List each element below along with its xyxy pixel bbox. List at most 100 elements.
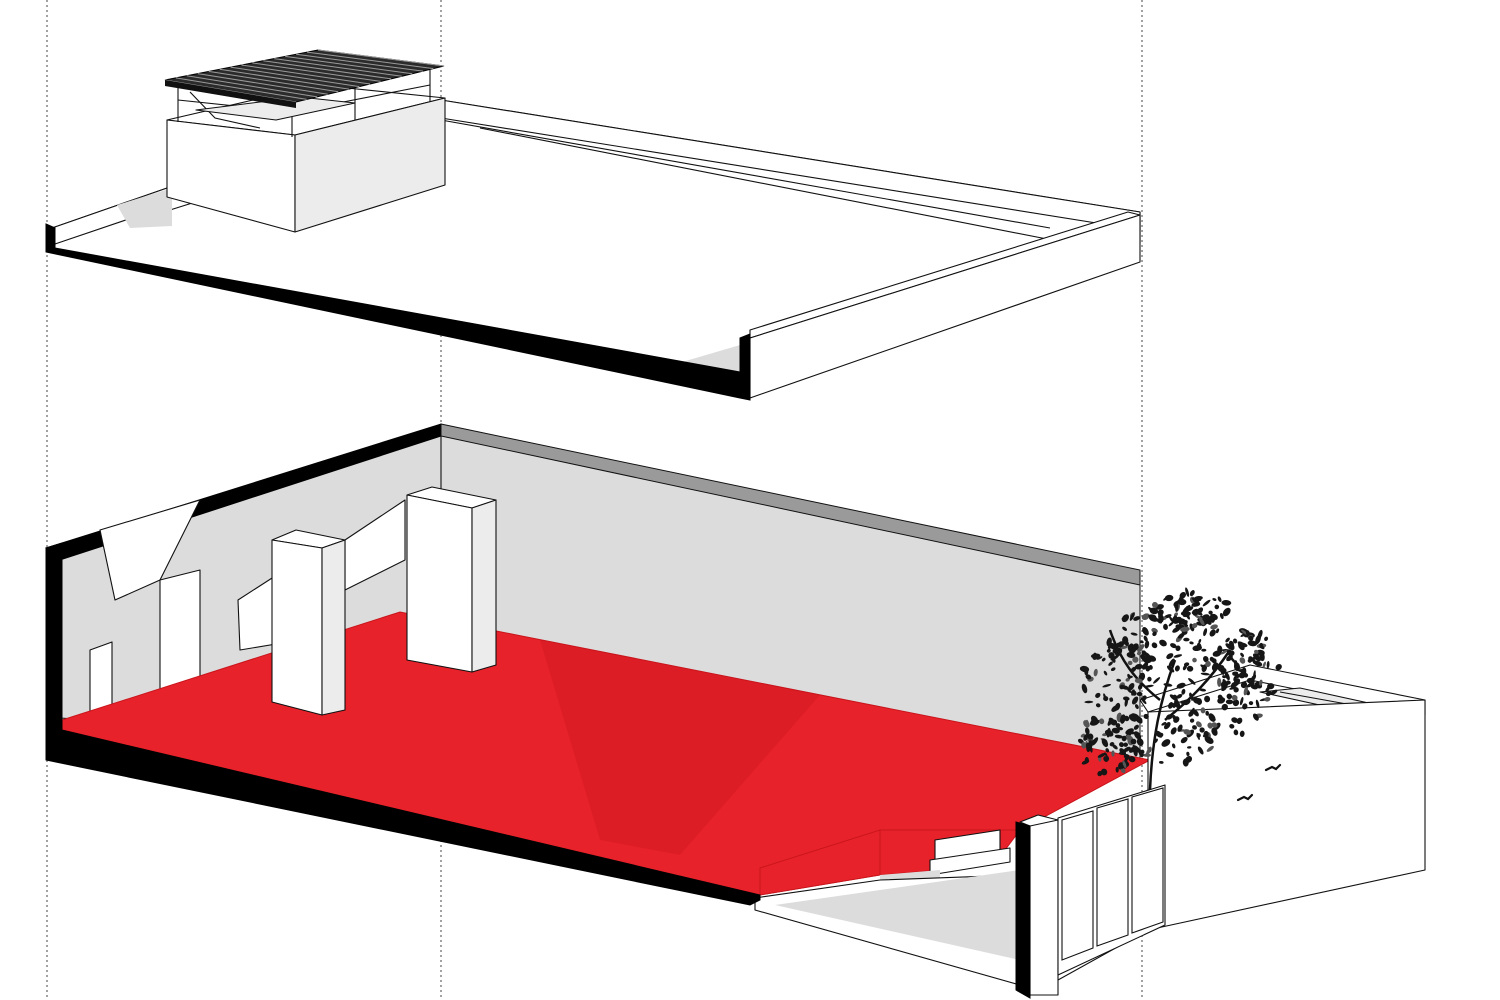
tree-leaf — [1270, 689, 1278, 695]
tree-leaf — [1109, 742, 1115, 747]
tree-leaf — [1199, 688, 1207, 692]
tree-leaf — [1166, 653, 1174, 660]
tree-leaf — [1120, 767, 1126, 774]
tree-leaf — [1165, 752, 1175, 758]
tree-leaf — [1141, 613, 1150, 621]
tree-leaf — [1186, 665, 1194, 672]
front-wall-segment — [1015, 814, 1059, 999]
pergola-slat — [274, 58, 402, 77]
tree-leaf — [1123, 715, 1130, 722]
tree-leaf — [1252, 656, 1256, 661]
tree-leaf — [1168, 702, 1174, 709]
tree-leaf — [1232, 638, 1238, 644]
tree-leaf — [1111, 727, 1120, 734]
tree-leaf — [1109, 697, 1114, 702]
tree-leaf — [1182, 758, 1189, 767]
tree-leaf — [1187, 746, 1192, 749]
pergola-slat — [219, 68, 349, 90]
tree-leaf — [1177, 598, 1187, 606]
pergola-slat — [175, 77, 307, 100]
tree-leaf — [1205, 710, 1210, 716]
tree-leaf — [1230, 643, 1235, 650]
tree-leaf — [1237, 641, 1245, 647]
tree-leaf — [1239, 730, 1245, 737]
tree-leaf — [1240, 652, 1245, 658]
tree-leaf — [1170, 727, 1177, 735]
tree-leaf — [1108, 661, 1113, 666]
tree-leaf — [1106, 727, 1111, 738]
tree-leaf — [1123, 742, 1128, 747]
tree-leaf — [1142, 662, 1149, 670]
tree-leaf — [1201, 664, 1208, 673]
tree-leaf — [1081, 683, 1088, 694]
tree-leaf — [1117, 641, 1124, 648]
tree-leaf — [1128, 756, 1136, 763]
pergola-slat — [208, 70, 339, 93]
tree-leaf — [1141, 650, 1147, 656]
tree-leaf — [1111, 719, 1118, 726]
tree-leaf — [1115, 766, 1119, 773]
tree-leaf — [1156, 618, 1163, 624]
tree-leaf — [1232, 699, 1240, 707]
tree-leaf — [1181, 688, 1186, 695]
tree-leaf — [1130, 632, 1138, 636]
tree-leaf — [1225, 637, 1230, 643]
tree-leaf — [1128, 682, 1135, 691]
tree-leaf — [1217, 664, 1225, 673]
tree-leaf — [1191, 597, 1202, 602]
tree-leaf — [1169, 694, 1178, 701]
tree-leaf — [1257, 629, 1263, 640]
tree-leaf — [1163, 683, 1173, 687]
tree-leaf — [1248, 635, 1254, 641]
tree-leaf — [1192, 645, 1202, 652]
tree-leaf — [1092, 654, 1098, 660]
tree-leaf — [1120, 645, 1128, 650]
tree-leaf — [1222, 675, 1227, 679]
entry-steps — [759, 829, 1021, 896]
tree-leaf — [1128, 714, 1138, 722]
pillar-right — [406, 486, 497, 673]
tree-leaf — [1239, 657, 1246, 664]
tree-leaf — [1159, 639, 1167, 647]
tree-leaf — [1209, 629, 1216, 637]
tree-leaf — [1212, 650, 1222, 657]
tree-leaf — [1085, 727, 1090, 735]
tree-leaf — [1245, 630, 1250, 637]
tree-leaf — [1114, 702, 1121, 711]
tree-leaf — [1097, 753, 1106, 758]
tree-leaf — [1161, 739, 1171, 747]
tree-leaf — [1211, 722, 1218, 728]
tree-leaf — [1192, 609, 1199, 616]
tree-leaf — [1195, 721, 1202, 728]
tree-leaf — [1136, 691, 1143, 697]
tree-leaf — [1231, 717, 1239, 723]
tree-leaf — [1253, 670, 1256, 680]
tree-leaf — [1183, 699, 1191, 706]
tree-leaf — [1137, 644, 1145, 652]
tree-leaf — [1183, 729, 1192, 735]
tree-leaf — [1139, 749, 1145, 755]
tree-leaf — [1123, 746, 1131, 753]
tree-leaf — [1148, 614, 1157, 619]
tree-leaf — [1143, 713, 1149, 719]
tree-leaf — [1233, 687, 1239, 693]
tree-leaf — [1130, 690, 1137, 696]
tree-leaf — [1119, 742, 1124, 748]
gate-panel-3 — [1131, 787, 1164, 934]
tree-leaf — [1120, 714, 1126, 724]
tree-leaf — [1253, 649, 1259, 654]
tree-leaf — [1258, 679, 1263, 686]
tree-leaf — [1212, 664, 1219, 672]
tree-leaf — [1163, 623, 1168, 630]
tree-leaf — [1183, 662, 1190, 667]
tree-leaf — [1193, 697, 1201, 704]
tree-leaf — [1115, 723, 1121, 728]
tree-leaf — [1163, 722, 1171, 730]
tree-leaf — [1101, 657, 1106, 662]
tree-leaf — [1095, 692, 1101, 698]
tree-leaf — [1090, 719, 1095, 726]
tree-leaf — [1264, 696, 1271, 702]
tree-leaf — [1147, 676, 1152, 682]
tree-leaf — [1189, 718, 1195, 723]
